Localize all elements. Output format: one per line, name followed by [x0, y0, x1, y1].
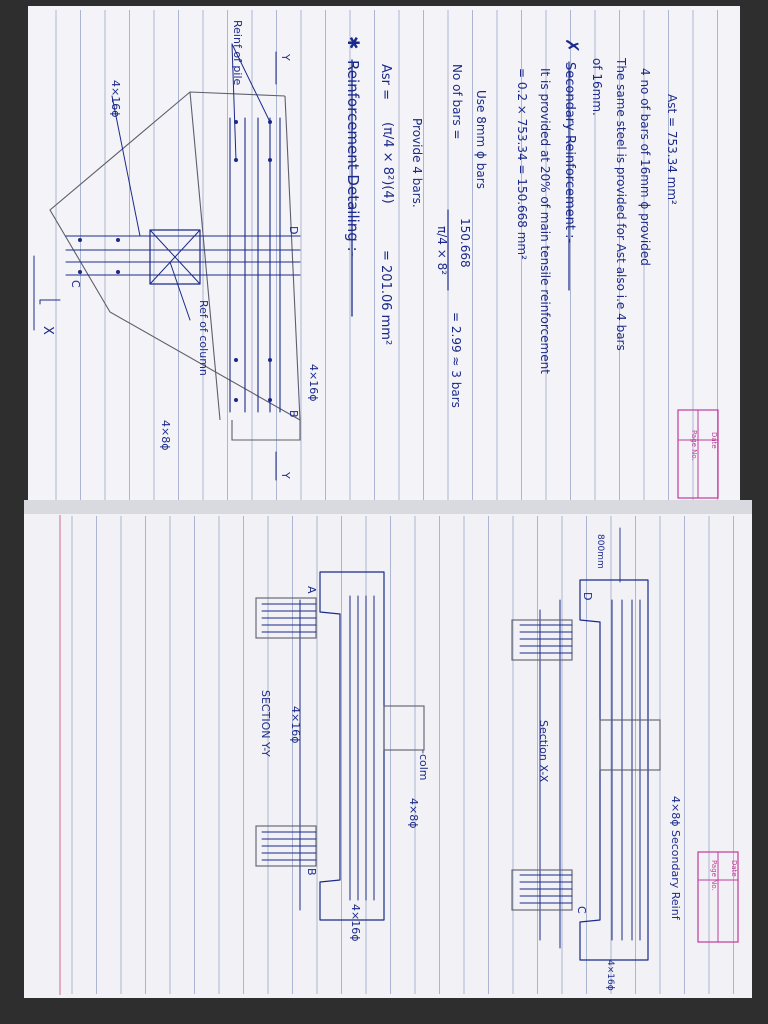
asr-label: Asr =: [378, 64, 393, 100]
column-box: [149, 229, 201, 285]
asr-result: = 201.06 mm²: [378, 250, 393, 345]
ast-value: Ast = 753.34 mm²: [665, 94, 679, 205]
section-xx-sketch: Section X-X 800mm D C 4×8ϕ Secondary Rei…: [511, 527, 682, 991]
use-8mm-line: Use 8mm ϕ bars: [474, 90, 488, 189]
equation-line: = 0.2 × 753.34 = 150.668 mm²: [515, 68, 529, 260]
provided-at-line: It is provided at 20% of main tensile re…: [538, 68, 552, 374]
of-16mm-line: of 16mm.: [590, 58, 604, 116]
bullet-mark: ✱: [344, 36, 363, 49]
section-xx-rebar: 4×8ϕ: [669, 796, 682, 826]
section-yy-label-a: A: [305, 586, 318, 594]
bottom-page-paper: [24, 510, 752, 998]
section-xx-dim: 800mm: [595, 534, 605, 569]
top-header-box: Page No. Date: [677, 409, 719, 499]
section-yy-col: -colm: [417, 750, 430, 781]
label-x: X: [40, 326, 55, 335]
section-yy-sketch: SECTION Y-Y A B 4×16ϕ -colm 4×8ϕ 4×16ϕ: [255, 571, 430, 941]
no-of-bars-label: No of bars =: [450, 64, 464, 140]
top-page-paper: [28, 6, 740, 504]
section-yy-title: SECTION Y-Y: [259, 690, 272, 757]
no-of-bars-den: π/4 × 8²: [435, 226, 449, 275]
bars-provided-line: 4 no of bars of 16mm ϕ provided: [638, 68, 652, 266]
column-xx: [599, 719, 661, 771]
section-yy-label-b: B: [305, 868, 318, 876]
ruled-lines: [55, 10, 734, 994]
reinf-of-pile-label: Reinf of pile: [231, 20, 244, 86]
label-d: D: [287, 226, 300, 234]
bottom-date-label: Date: [730, 860, 738, 877]
pile-left-xx: [511, 619, 573, 661]
section-xx-secondary: Secondary Reinf: [669, 830, 682, 921]
label-y-bottom: Y: [279, 471, 292, 479]
cap-edge: [284, 95, 301, 421]
bottom-page-no-label: Page No.: [710, 860, 718, 891]
column-yy: [383, 705, 425, 751]
cap-outline: [49, 91, 301, 441]
section-yy-rebar-col: 4×8ϕ: [407, 798, 420, 828]
ref-of-column-label: Ref of column: [197, 300, 210, 376]
rebar-label-left: 4×16ϕ: [109, 80, 122, 117]
label-b: B: [287, 410, 300, 418]
no-of-bars-result: = 2.99 ≈ 3 bars: [449, 312, 463, 408]
bottom-header-box: Page No. Date: [697, 851, 739, 943]
top-date-label: Date: [710, 432, 718, 449]
same-steel-line: The same steel is provided for Ast also …: [614, 57, 628, 351]
label-y-top: Y: [279, 53, 292, 61]
provide-4-line: Provide 4 bars.: [410, 118, 424, 208]
top-page-no-label: Page No.: [690, 430, 698, 461]
detailing-heading: Reinforcement Detailing :-: [344, 60, 362, 257]
section-yy-rebar-end: 4×16ϕ: [349, 904, 362, 941]
section-xx-end-rebar: 4×16ϕ: [605, 960, 615, 991]
label-c: C: [69, 280, 82, 288]
pile-cap-plan-sketch: Reinf of pile 4×16ϕ Ref of column 4×16ϕ …: [33, 20, 320, 481]
section-xx-title: Section X-X: [537, 720, 550, 783]
no-of-bars-num: 150.668: [458, 218, 472, 268]
rebar-label-8mm: 4×8ϕ: [159, 420, 172, 450]
rebar-label-right: 4×16ϕ: [307, 364, 320, 401]
section-yy-rebar-mid: 4×16ϕ: [289, 706, 302, 743]
cap-inner-edge: [189, 91, 221, 421]
top-page: Page No. Date Ast = 753.34 mm² 4 no of b…: [33, 20, 719, 499]
section-xx-label-c: C: [575, 906, 588, 914]
pile-right-xx: [511, 869, 573, 911]
section-xx-label-d: D: [581, 592, 594, 600]
tick-mark: ✗: [561, 38, 582, 53]
asr-expression: (π/4 × 8²)(4): [380, 122, 395, 204]
binding-gutter: [24, 500, 752, 514]
bottom-page: Page No. Date Section X-X 800mm D C 4×8: [255, 527, 739, 991]
